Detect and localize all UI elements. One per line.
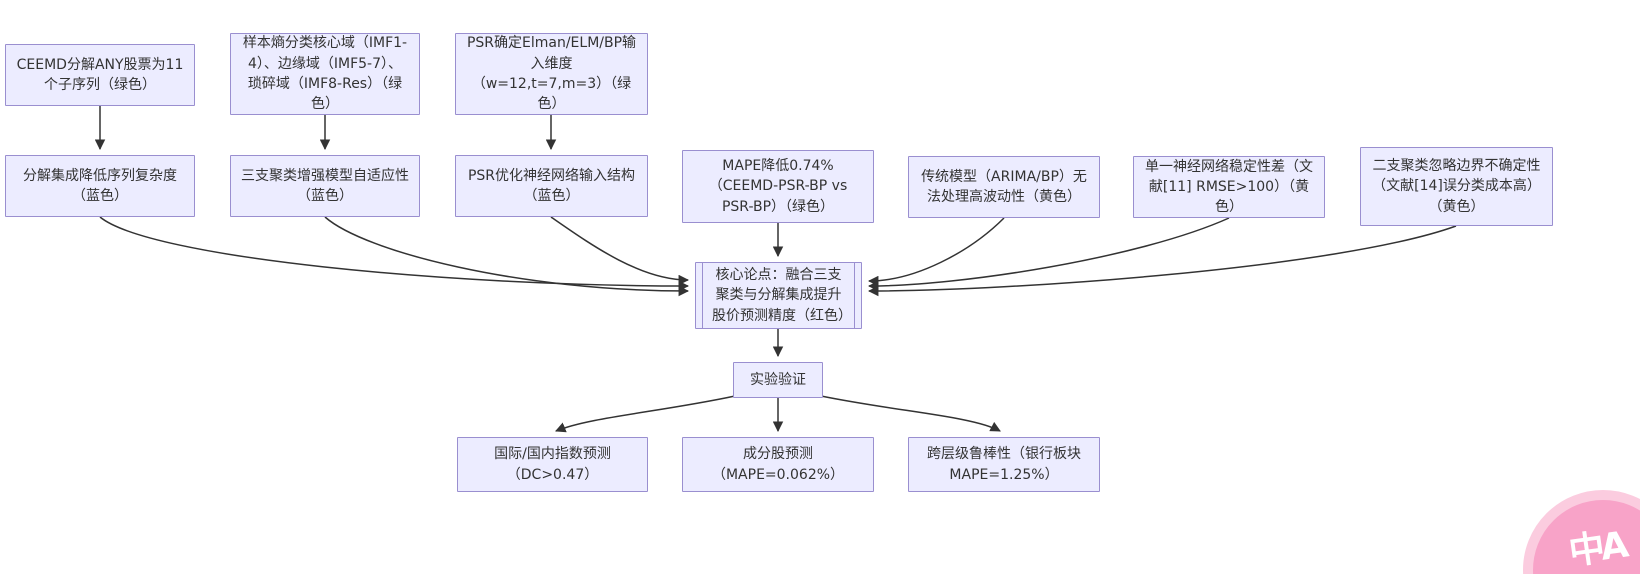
edge-f-core [550, 216, 690, 286]
node-mape-reduction: MAPE降低0.74%（CEEMD-PSR-BP vs PSR-BP）（绿色） [682, 150, 874, 223]
node-decompose-reduce-complexity: 分解集成降低序列复杂度（蓝色） [5, 155, 195, 217]
edge-exp-m [820, 395, 1001, 432]
node-core-thesis: 核心论点：融合三支聚类与分解集成提升股价预测精度（红色） [695, 262, 862, 329]
node-ceemd-decompose: CEEMD分解ANY股票为11个子序列（绿色） [5, 44, 195, 106]
node-psr-optimize-input: PSR优化神经网络输入结构（蓝色） [455, 155, 648, 217]
node-cross-level-robustness: 跨层级鲁棒性（银行板块 MAPE=1.25%） [908, 437, 1100, 492]
node-constituent-stock-prediction: 成分股预测（MAPE=0.062%） [682, 437, 874, 492]
node-psr-input-dimension: PSR确定Elman/ELM/BP输入维度（w=12,t=7,m=3）（绿色） [455, 33, 648, 115]
edge-exp-k [555, 395, 736, 433]
node-traditional-model-limit: 传统模型（ARIMA/BP）无法处理高波动性（黄色） [908, 156, 1100, 218]
edge-h-core [867, 217, 1005, 287]
node-two-way-clustering-limit: 二支聚类忽略边界不确定性（文献[14]误分类成本高）（黄色） [1360, 147, 1553, 226]
translate-icon: 中A [1566, 524, 1628, 574]
node-sample-entropy-domains: 样本熵分类核心域（IMF1-4）、边缘域（IMF5-7）、琐碎域（IMF8-Re… [230, 33, 420, 115]
node-three-way-clustering-adaptivity: 三支聚类增强模型自适应性（蓝色） [230, 155, 420, 217]
edge-e-core [324, 216, 690, 297]
subroutine-left-line [702, 263, 703, 328]
edge-j-core [867, 225, 1457, 297]
edge-i-core [867, 217, 1230, 292]
node-single-nn-instability: 单一神经网络稳定性差（文献[11] RMSE>100）（黄色） [1133, 156, 1325, 218]
subroutine-right-line [854, 263, 855, 328]
node-index-prediction: 国际/国内指数预测（DC>0.47） [457, 437, 648, 492]
node-experimental-validation: 实验验证 [733, 362, 823, 398]
core-thesis-label: 核心论点：融合三支聚类与分解集成提升股价预测精度（红色） [712, 267, 852, 324]
edge-d-core [99, 216, 690, 292]
